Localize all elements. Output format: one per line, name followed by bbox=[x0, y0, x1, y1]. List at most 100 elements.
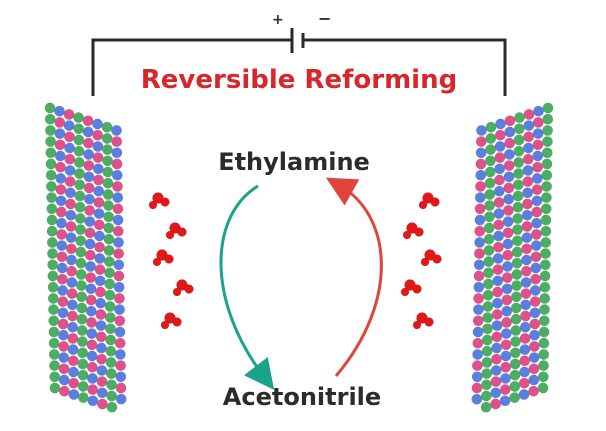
lattice-atom bbox=[93, 196, 105, 208]
lattice-atom bbox=[103, 233, 115, 245]
lattice-atom bbox=[92, 163, 104, 175]
lattice-atom bbox=[56, 262, 68, 274]
lattice-atom bbox=[94, 230, 105, 242]
lattice-atom bbox=[56, 240, 68, 252]
lattice-atom bbox=[531, 206, 543, 218]
lattice-atom bbox=[538, 326, 550, 338]
lattice-atom bbox=[49, 371, 61, 383]
lattice-atom bbox=[104, 278, 116, 290]
lattice-atom bbox=[105, 323, 116, 335]
adsorbate-molecule bbox=[165, 230, 175, 240]
lattice-atom bbox=[73, 112, 84, 124]
lattice-atom bbox=[85, 260, 96, 272]
lattice-atom bbox=[522, 176, 534, 188]
lattice-atom bbox=[102, 177, 114, 189]
lattice-atom bbox=[480, 401, 492, 413]
lattice-atom bbox=[76, 313, 88, 325]
lattice-atom bbox=[112, 180, 123, 192]
lattice-atom bbox=[115, 393, 127, 405]
lattice-atom bbox=[481, 356, 493, 368]
lattice-atom bbox=[530, 240, 542, 252]
lattice-atom bbox=[540, 225, 552, 237]
adsorbate-molecule bbox=[148, 200, 158, 210]
lattice-atom bbox=[537, 371, 549, 383]
lattice-atom bbox=[501, 283, 513, 295]
lattice-atom bbox=[521, 209, 533, 221]
lattice-atom bbox=[471, 360, 483, 372]
lattice-atom bbox=[501, 316, 512, 328]
lattice-atom bbox=[48, 348, 60, 360]
lattice-atom bbox=[114, 304, 126, 316]
lattice-atom bbox=[84, 249, 96, 261]
lattice-atom bbox=[492, 241, 504, 253]
lattice-atom bbox=[490, 364, 502, 376]
lattice-atom bbox=[67, 355, 79, 367]
lattice-atom bbox=[96, 376, 108, 388]
lattice-atom bbox=[77, 380, 89, 392]
lattice-atom bbox=[83, 148, 95, 160]
lattice-atom bbox=[113, 248, 125, 260]
lattice-atom bbox=[493, 208, 505, 220]
lattice-atom bbox=[539, 292, 551, 304]
lattice-atom bbox=[93, 208, 105, 220]
lattice-atom bbox=[501, 272, 513, 284]
lattice-atom bbox=[521, 220, 533, 232]
lattice-atom bbox=[55, 184, 67, 196]
lattice-atom bbox=[522, 187, 534, 199]
lattice-atom bbox=[76, 336, 88, 348]
lattice-atom bbox=[95, 320, 107, 332]
lattice-atom bbox=[490, 398, 502, 410]
adsorbate-molecule bbox=[172, 287, 182, 297]
lattice-atom bbox=[45, 180, 57, 192]
adsorbate-molecule bbox=[184, 284, 194, 294]
adsorbate-molecule bbox=[414, 227, 424, 237]
lattice-atom bbox=[84, 204, 96, 216]
lattice-atom bbox=[518, 377, 530, 389]
lattice-atom bbox=[502, 238, 514, 250]
lattice-atom bbox=[85, 294, 97, 306]
lattice-atom bbox=[519, 332, 531, 344]
lattice-atom bbox=[490, 376, 502, 388]
lattice-atom bbox=[538, 315, 550, 327]
lattice-atom bbox=[112, 203, 124, 215]
lattice-atom bbox=[521, 243, 533, 255]
lattice-atom bbox=[94, 286, 106, 298]
lattice-atom bbox=[480, 390, 492, 402]
lattice-atom bbox=[106, 401, 118, 413]
lattice-atom bbox=[77, 347, 89, 359]
lattice-atom bbox=[492, 264, 504, 276]
lattice-atom bbox=[86, 350, 98, 362]
lattice-atom bbox=[83, 160, 95, 172]
lattice-atom bbox=[483, 267, 494, 279]
lattice-atom bbox=[499, 384, 511, 396]
lattice-atom bbox=[77, 358, 89, 370]
lattice-atom bbox=[82, 137, 94, 149]
lattice-atom bbox=[49, 360, 60, 372]
lattice-atom bbox=[493, 219, 505, 231]
lattice-atom bbox=[74, 179, 86, 191]
lattice-atom bbox=[54, 116, 66, 128]
lattice-atom bbox=[513, 145, 525, 157]
lattice-atom bbox=[493, 230, 505, 242]
lattice-atom bbox=[92, 152, 104, 164]
lattice-atom bbox=[87, 384, 99, 396]
battery-icon bbox=[282, 28, 316, 53]
lattice-atom bbox=[512, 212, 524, 224]
lattice-atom bbox=[57, 296, 69, 308]
lattice-atom bbox=[85, 283, 97, 295]
lattice-atom bbox=[84, 216, 96, 228]
lattice-atom bbox=[538, 337, 550, 349]
lattice-atom bbox=[539, 304, 550, 316]
lattice-atom bbox=[67, 321, 79, 333]
lattice-atom bbox=[74, 201, 86, 213]
lattice-atom bbox=[542, 113, 554, 125]
lattice-atom bbox=[484, 155, 496, 167]
lattice-atom bbox=[521, 198, 533, 210]
lattice-atom bbox=[501, 305, 513, 317]
lattice-atom bbox=[111, 169, 123, 181]
lattice-atom bbox=[539, 281, 551, 293]
lattice-atom bbox=[490, 353, 502, 365]
lattice-atom bbox=[520, 276, 532, 288]
lattice-atom bbox=[75, 280, 87, 292]
lattice-atom bbox=[490, 387, 502, 399]
